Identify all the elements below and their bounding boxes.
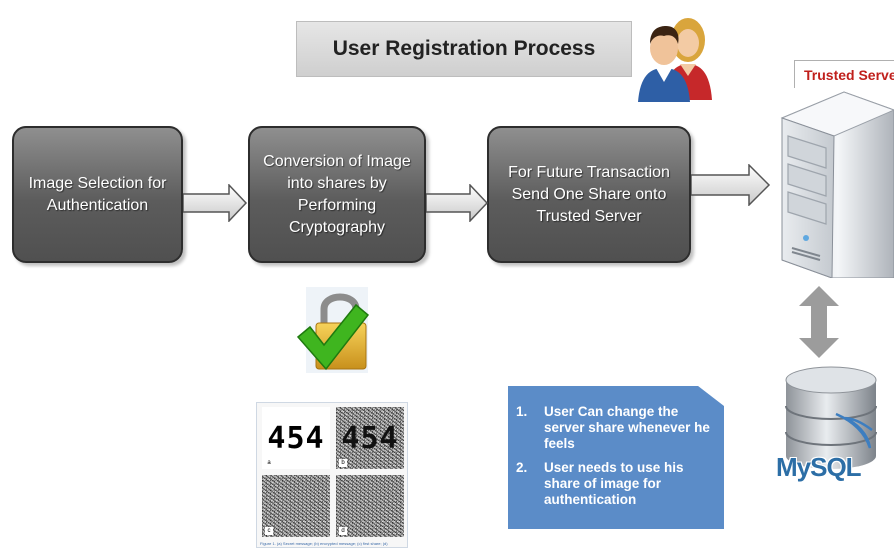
step-send-share-text: For Future Transaction Send One Share on… bbox=[508, 163, 670, 225]
share-panel-b: 454 b bbox=[336, 407, 404, 469]
step-image-conversion: Conversion of Image into shares by Perfo… bbox=[248, 126, 426, 263]
arrow-right-2 bbox=[426, 184, 489, 222]
visual-cryptography-shares-figure: 454 a 454 b c d Figure 1. (a) Secret mes… bbox=[256, 402, 408, 548]
note-text: User needs to use his share of image for… bbox=[544, 460, 684, 507]
arrow-right-3 bbox=[691, 164, 771, 206]
trusted-server-label-text: Trusted Server bbox=[804, 67, 894, 83]
share-panel-d: d bbox=[336, 475, 404, 537]
note-item: 2. User needs to use his share of image … bbox=[516, 460, 714, 508]
note-item: 1. User Can change the server share when… bbox=[516, 404, 714, 452]
mysql-logo-text: MySQL bbox=[776, 452, 862, 482]
note-number: 1. bbox=[516, 404, 528, 419]
notes-box: 1. User Can change the server share when… bbox=[508, 386, 724, 529]
lock-check-icon bbox=[296, 287, 370, 373]
share-panel-c: c bbox=[262, 475, 330, 537]
step-image-selection-text: Image Selection for Authentication bbox=[28, 174, 167, 214]
notes-list: 1. User Can change the server share when… bbox=[516, 404, 714, 508]
server-icon bbox=[780, 91, 894, 278]
encrypted-message-digits: 454 bbox=[341, 421, 399, 456]
users-icon bbox=[638, 18, 712, 102]
step-image-conversion-text: Conversion of Image into shares by Perfo… bbox=[263, 152, 411, 236]
step-send-share: For Future Transaction Send One Share on… bbox=[487, 126, 691, 263]
share-tag-a: a bbox=[265, 459, 273, 467]
mysql-database-icon bbox=[785, 366, 877, 469]
shares-figure-caption: Figure 1. (a) Secret message; (b) encryp… bbox=[260, 541, 388, 546]
note-text: User Can change the server share wheneve… bbox=[544, 404, 710, 451]
diagram-title-text: User Registration Process bbox=[332, 37, 596, 60]
note-number: 2. bbox=[516, 460, 528, 475]
share-panel-a: 454 a bbox=[262, 407, 330, 469]
double-arrow-vertical bbox=[799, 286, 839, 358]
diagram-title: User Registration Process bbox=[296, 21, 632, 77]
trusted-server-label: Trusted Server bbox=[794, 60, 894, 88]
share-tag-d: d bbox=[339, 527, 347, 535]
arrow-right-1 bbox=[183, 184, 248, 222]
share-tag-b: b bbox=[339, 459, 347, 467]
share-tag-c: c bbox=[265, 527, 273, 535]
step-image-selection: Image Selection for Authentication bbox=[12, 126, 183, 263]
secret-message-digits: 454 bbox=[267, 421, 325, 456]
